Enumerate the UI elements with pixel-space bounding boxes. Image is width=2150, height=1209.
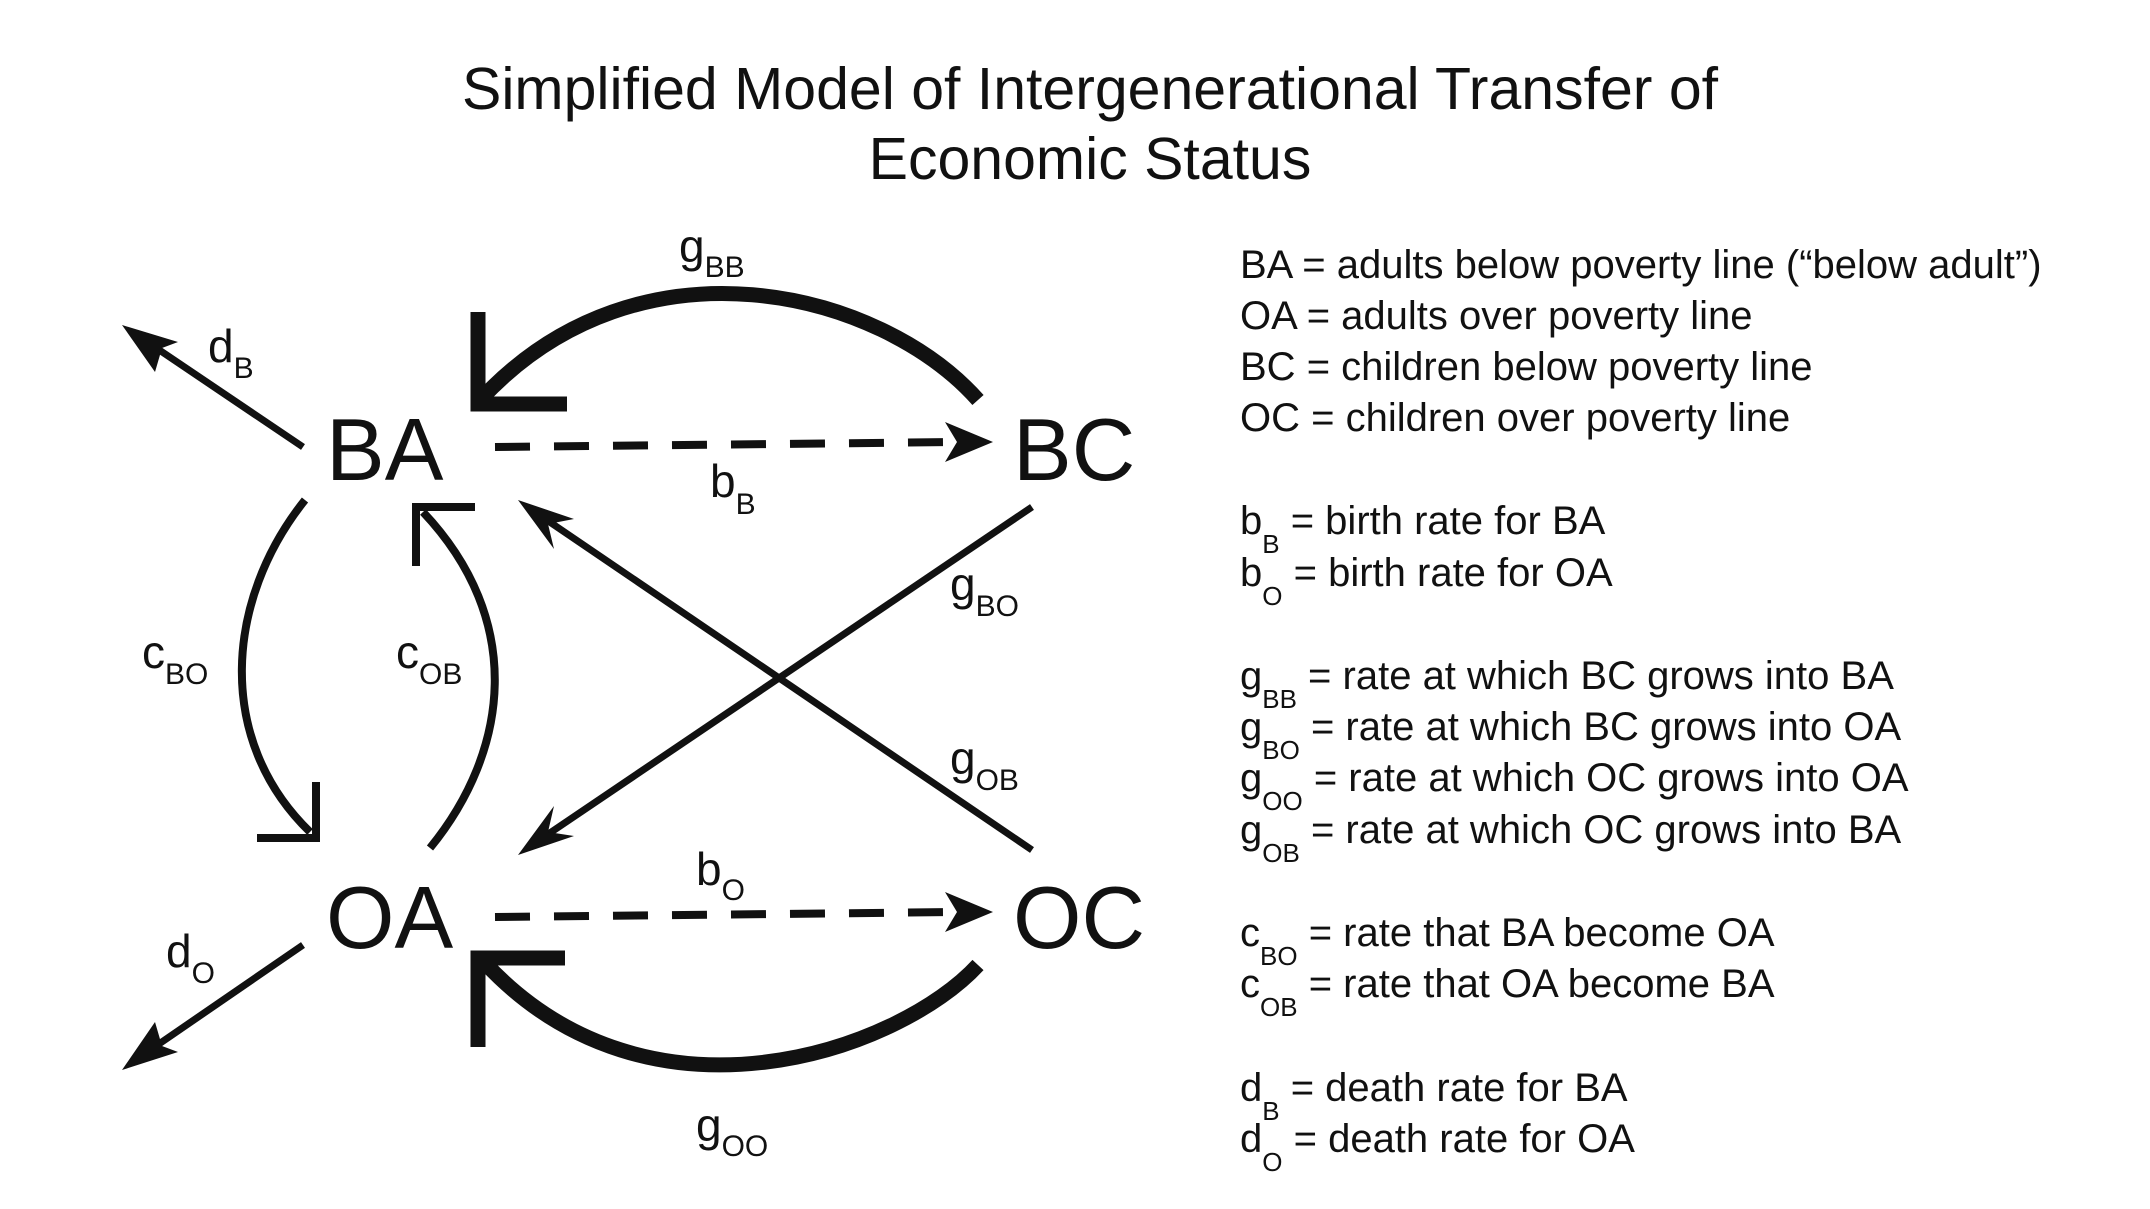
legend-entry-b-o: bO = birth rate for OA (1240, 551, 1613, 611)
label-bo-sub: O (722, 874, 745, 907)
label-cbo: cBO (142, 626, 208, 691)
label-bb: bB (710, 455, 756, 521)
label-gob-base: g (950, 732, 976, 784)
label-bb-base: b (710, 455, 736, 507)
arrow-cbo-head (257, 782, 320, 842)
legend-entry-g-bb: gBB = rate at which BC grows into BA (1240, 654, 1894, 714)
legend-entry-g-oo: gOO = rate at which OC grows into OA (1240, 756, 1909, 816)
diagram-title: Simplified Model of Intergenerational Tr… (300, 54, 1880, 194)
label-gbb-sub: BB (705, 251, 745, 284)
label-cob: cOB (396, 626, 462, 691)
label-gbb-base: g (679, 220, 705, 272)
legend-entry-d-o: dO = death rate for OA (1240, 1117, 1635, 1177)
label-db-sub: B (234, 352, 254, 385)
legend-entry-d-b: dB = death rate for BA (1240, 1066, 1628, 1126)
arrow-gbb (476, 286, 984, 405)
label-do-sub: O (192, 957, 215, 990)
label-gob: gOB (950, 732, 1019, 797)
label-bo-base: b (696, 843, 722, 895)
arrow-gbb-head (470, 312, 567, 412)
label-gob-sub: OB (976, 764, 1019, 797)
arrow-cob (420, 509, 499, 851)
legend-entry-bc: BC = children below poverty line (1240, 345, 1813, 389)
label-gbb: gBB (679, 220, 745, 284)
node-oa: OA (326, 868, 453, 967)
label-cbo-base: c (142, 626, 165, 678)
arrow-do (138, 942, 305, 1060)
label-db: dB (208, 320, 254, 385)
arrow-goo (479, 957, 984, 1073)
arrow-bb (494, 438, 961, 451)
arrow-bo-head (945, 892, 993, 932)
arrow-do-head (122, 1022, 178, 1070)
arrow-db-head (122, 325, 178, 372)
arrow-goo-head (470, 950, 565, 1047)
arrow-cbo (237, 497, 313, 835)
label-bb-sub: B (736, 488, 756, 521)
title-line-2: Economic Status (868, 126, 1312, 192)
arrow-cob-head (412, 503, 475, 566)
arrow-gob (533, 509, 1034, 853)
legend-entry-b-b: bB = birth rate for BA (1240, 499, 1606, 559)
label-do-base: d (166, 925, 192, 977)
label-db-base: d (208, 320, 234, 372)
title-line-1: Simplified Model of Intergenerational Tr… (461, 56, 1719, 122)
node-bc: BC (1013, 400, 1135, 499)
legend-entry-oc: OC = children over poverty line (1240, 396, 1791, 440)
label-goo: gOO (696, 1099, 768, 1163)
node-oc: OC (1013, 868, 1145, 967)
arrow-gbo-head (518, 806, 574, 855)
legend-entry-g-bo: gBO = rate at which BC grows into OA (1240, 705, 1902, 765)
arrow-db (138, 334, 305, 450)
legend-entry-c-bo: cBO = rate that BA become OA (1240, 911, 1775, 971)
label-gbo: gBO (950, 558, 1019, 623)
legend-entry-g-ob: gOB = rate at which OC grows into BA (1240, 808, 1902, 868)
label-bo: bO (696, 843, 745, 907)
arrow-bo (494, 908, 961, 921)
label-cob-base: c (396, 626, 419, 678)
arrow-gbo (533, 504, 1034, 846)
label-cbo-sub: BO (165, 658, 208, 691)
node-ba: BA (326, 400, 444, 499)
arrow-bb-head (945, 422, 993, 462)
label-goo-base: g (696, 1099, 722, 1151)
label-goo-sub: OO (722, 1130, 769, 1163)
arrow-gob-head (518, 500, 574, 549)
label-gbo-base: g (950, 558, 976, 610)
label-do: dO (166, 925, 215, 990)
label-gbo-sub: BO (976, 590, 1019, 623)
legend-entry-oa: OA = adults over poverty line (1240, 294, 1753, 338)
legend-entry-ba: BA = adults below poverty line (“below a… (1240, 243, 2042, 287)
legend-entry-c-ob: cOB = rate that OA become BA (1240, 962, 1775, 1022)
label-cob-sub: OB (419, 658, 462, 691)
